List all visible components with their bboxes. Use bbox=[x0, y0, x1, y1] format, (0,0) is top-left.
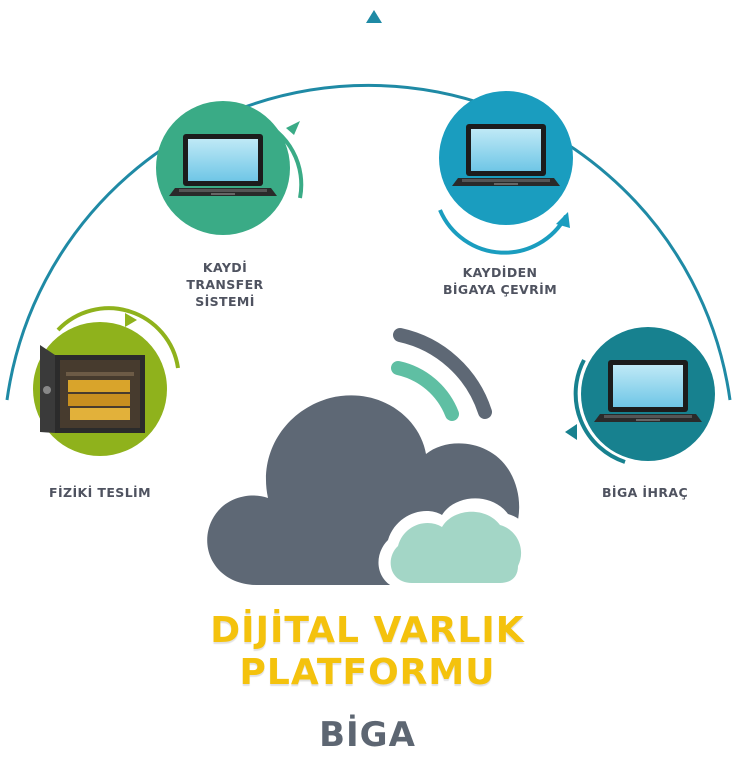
outer-arc bbox=[5, 83, 732, 401]
node-fiziki bbox=[33, 306, 180, 456]
title-line1: DİJİTAL VARLIK bbox=[210, 610, 525, 651]
node-kaydi bbox=[156, 101, 304, 235]
label-kaydi: KAYDİ TRANSFER SİSTEMİ bbox=[186, 260, 264, 309]
node-ihrac bbox=[565, 327, 715, 464]
node-kaydiden bbox=[438, 91, 573, 255]
brand-logo: BİGA bbox=[319, 715, 416, 755]
signal-arc-outer bbox=[393, 328, 492, 419]
signal-arc-inner bbox=[391, 361, 459, 421]
small-cloud-icon bbox=[378, 498, 534, 590]
label-kaydiden: KAYDİDEN BİGAYA ÇEVRİM bbox=[442, 265, 558, 297]
label-fiziki: FİZİKİ TESLİM bbox=[49, 485, 151, 500]
title-line2: PLATFORMU bbox=[239, 652, 496, 693]
node-fiziki-ring bbox=[56, 306, 180, 369]
arc-arrow-icon bbox=[366, 10, 382, 23]
vault-icon bbox=[40, 345, 145, 433]
label-ihrac: BİGA İHRAÇ bbox=[601, 485, 689, 500]
